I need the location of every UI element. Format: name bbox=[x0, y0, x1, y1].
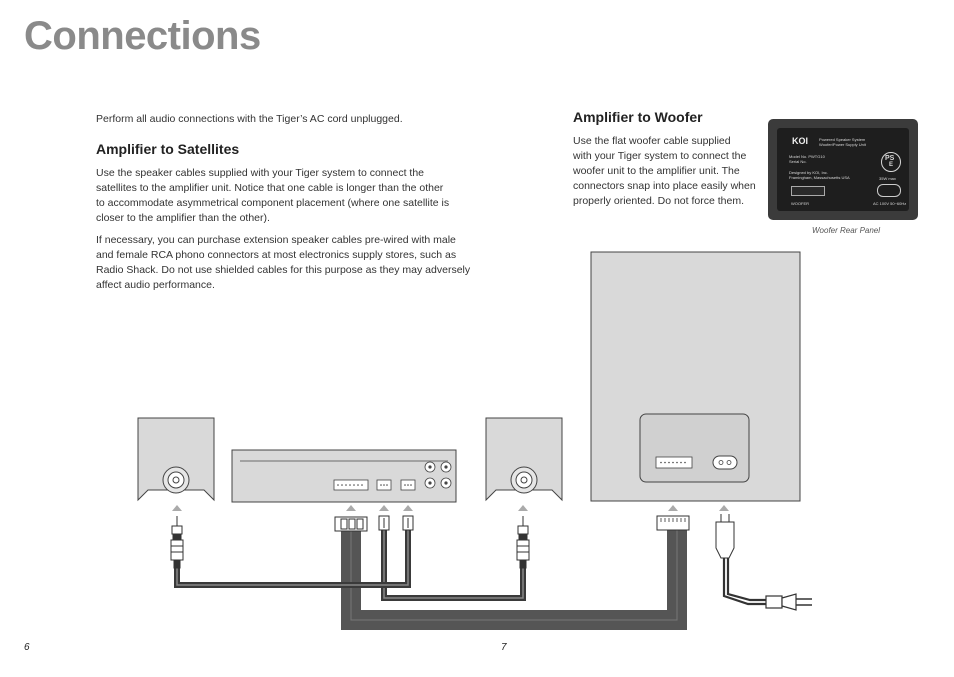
text-line: satellites to the amplifier unit. Notice… bbox=[96, 182, 444, 194]
up-arrow-icon bbox=[518, 505, 528, 511]
pse-mark-text: PS bbox=[885, 155, 895, 162]
woofer-port-label: WOOFER bbox=[791, 201, 809, 206]
up-arrow-icon bbox=[719, 505, 729, 511]
satellites-paragraph-2: If necessary, you can purchase extension… bbox=[96, 233, 470, 293]
ac-power-cord bbox=[722, 558, 812, 611]
amplifier-unit bbox=[231, 449, 457, 503]
up-arrow-icon bbox=[172, 505, 182, 511]
rear-panel-model: Model No. PWTG10 bbox=[789, 154, 825, 159]
pse-mark-subtext: E bbox=[889, 162, 894, 168]
text-line: properly oriented. Do not force them. bbox=[573, 195, 745, 207]
satellites-heading: Amplifier to Satellites bbox=[96, 141, 240, 157]
voltage-label: AC 100V 50~60Hz bbox=[873, 201, 907, 206]
page-title: Connections bbox=[24, 14, 261, 58]
text-line: to accommodate asymmetrical component pl… bbox=[96, 197, 450, 209]
woofer-ac-inlet-icon bbox=[712, 455, 738, 470]
right-rca-plug bbox=[516, 516, 530, 569]
rear-panel-plate: KOI Powered Speaker System Woofer/Power … bbox=[777, 128, 909, 211]
up-arrow-icon bbox=[403, 505, 413, 511]
text-line: connectors snap into place easily when bbox=[573, 180, 756, 192]
up-arrow-icon bbox=[379, 505, 389, 511]
flat-woofer-cable bbox=[341, 530, 687, 630]
left-rca-plug bbox=[170, 516, 184, 569]
rear-panel-subtitle-2: Woofer/Power Supply Unit bbox=[819, 142, 866, 147]
text-line: with your Tiger system to connect the bbox=[573, 150, 747, 162]
amp-flat-cable-plug bbox=[334, 516, 368, 532]
text-line: If necessary, you can purchase extension… bbox=[96, 234, 456, 246]
text-line: woofer unit to the amplifier unit. The bbox=[573, 165, 740, 177]
woofer-paragraph: Use the flat woofer cable supplied with … bbox=[573, 134, 756, 209]
amp-woofer-port-icon bbox=[333, 479, 369, 491]
rear-panel-serial: Serial No. bbox=[789, 159, 807, 164]
woofer-connector-panel bbox=[639, 413, 750, 483]
amp-speaker-plug-1 bbox=[378, 515, 390, 531]
rear-panel-caption: Woofer Rear Panel bbox=[812, 226, 881, 235]
ac-cord-plug bbox=[715, 514, 735, 559]
up-arrow-icon bbox=[668, 505, 678, 511]
text-line: Radio Shack. Do not use shielded cables … bbox=[96, 264, 471, 276]
left-page-number: 6 bbox=[24, 642, 30, 653]
pse-mark-icon: PS E bbox=[881, 152, 901, 172]
text-line: and female RCA phono connectors at most … bbox=[96, 249, 457, 261]
amp-speaker-plug-2 bbox=[402, 515, 414, 531]
up-arrow-icon bbox=[346, 505, 356, 511]
short-speaker-cable bbox=[174, 530, 411, 588]
rear-panel-designed-2: Framingham, Massachusetts USA bbox=[789, 175, 850, 180]
left-satellite-speaker bbox=[137, 417, 215, 502]
woofer-unit bbox=[590, 251, 801, 502]
ac-inlet-icon bbox=[877, 184, 901, 197]
right-page-number: 7 bbox=[501, 642, 507, 653]
text-line: affect audio performance. bbox=[96, 279, 215, 291]
woofer-port-icon bbox=[791, 186, 825, 196]
text-line: Use the flat woofer cable supplied bbox=[573, 135, 731, 147]
woofer-panel-port-icon bbox=[655, 456, 693, 469]
intro-text: Perform all audio connections with the T… bbox=[96, 113, 403, 125]
arrow-icons bbox=[172, 505, 729, 511]
woofer-heading: Amplifier to Woofer bbox=[573, 109, 703, 125]
woofer-flat-cable-plug bbox=[656, 515, 690, 531]
woofer-rear-panel-photo: KOI Powered Speaker System Woofer/Power … bbox=[768, 119, 918, 220]
text-line: closer to the amplifier than the other). bbox=[96, 212, 270, 224]
right-satellite-speaker bbox=[485, 417, 563, 502]
koi-logo: KOI bbox=[792, 136, 809, 146]
power-rating: 35W max bbox=[879, 176, 896, 181]
rear-panel-subtitle-1: Powered Speaker System bbox=[819, 137, 866, 142]
rear-panel-designed-1: Designed by KOI, Inc. bbox=[789, 170, 828, 175]
text-line: Use the speaker cables supplied with you… bbox=[96, 167, 425, 179]
satellites-paragraph-1: Use the speaker cables supplied with you… bbox=[96, 166, 449, 226]
long-speaker-cable bbox=[381, 530, 526, 601]
